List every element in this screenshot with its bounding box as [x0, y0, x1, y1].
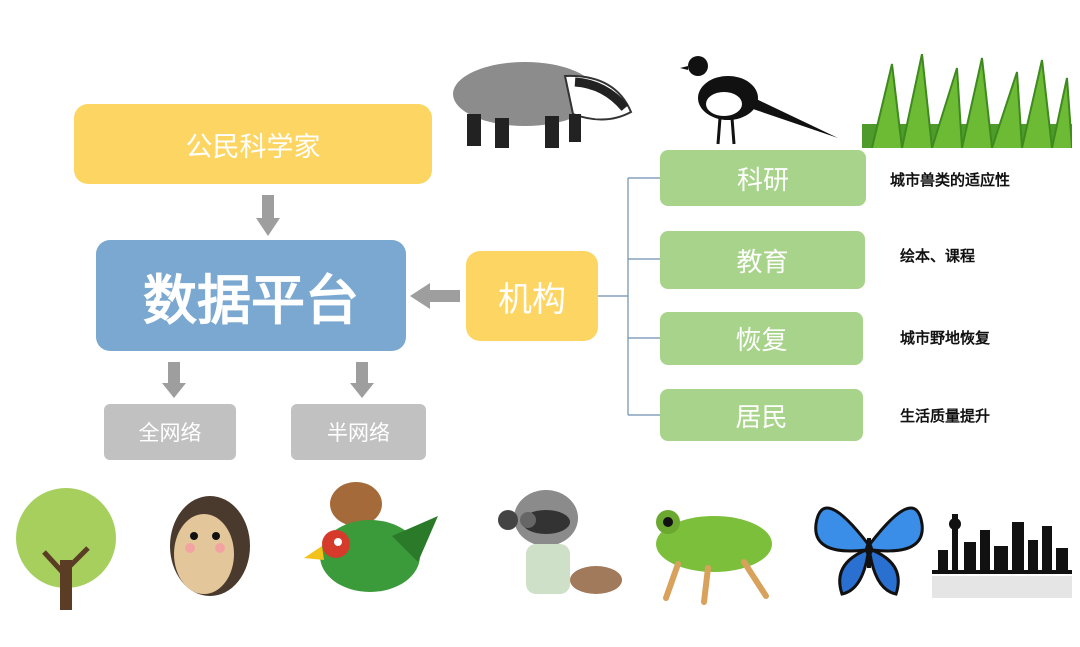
arrow-to-half-network — [350, 362, 374, 398]
frog-illustration — [656, 510, 772, 605]
institution-box: 机构 — [466, 251, 598, 341]
citizen-scientist-label: 公民科学家 — [185, 131, 321, 163]
grass-illustration — [862, 54, 1072, 148]
note-restoration: 城市野地恢复 — [900, 329, 991, 347]
branch-restoration-box: 恢复 — [660, 312, 863, 365]
branch-research-box: 科研 — [660, 150, 866, 206]
branch-restoration-label: 恢复 — [735, 326, 788, 356]
note-education: 绘本、课程 — [900, 247, 976, 265]
raccoon-cartoon — [498, 490, 622, 594]
magpie-illustration — [680, 56, 838, 145]
arrow-institution-to-platform — [410, 283, 460, 309]
institution-label: 机构 — [498, 279, 566, 320]
full-network-label: 全网络 — [138, 421, 202, 445]
branch-residents-label: 居民 — [735, 402, 788, 433]
data-platform-box: 数据平台 — [96, 240, 406, 351]
data-platform-label: 数据平台 — [143, 269, 359, 332]
tree-illustration — [16, 488, 116, 610]
hedgehog-cartoon — [170, 496, 250, 596]
city-skyline-silhouette — [932, 514, 1072, 598]
branch-research-label: 科研 — [736, 165, 789, 196]
branch-residents-box: 居民 — [660, 389, 863, 441]
half-network-label: 半网络 — [327, 421, 390, 445]
branch-education-box: 教育 — [660, 231, 865, 289]
butterfly-illustration — [814, 506, 924, 596]
branch-education-label: 教育 — [736, 247, 789, 278]
citizen-scientist-box: 公民科学家 — [74, 104, 432, 184]
squirrel-bird-cartoon — [304, 482, 438, 592]
note-residents: 生活质量提升 — [900, 407, 991, 425]
branch-bracket — [598, 177, 660, 416]
arrow-citizen-to-platform — [256, 195, 280, 236]
badger-illustration — [453, 62, 633, 148]
half-network-box: 半网络 — [291, 404, 426, 460]
arrow-to-full-network — [162, 362, 186, 398]
note-research: 城市兽类的适应性 — [890, 171, 1011, 189]
full-network-box: 全网络 — [104, 404, 236, 460]
